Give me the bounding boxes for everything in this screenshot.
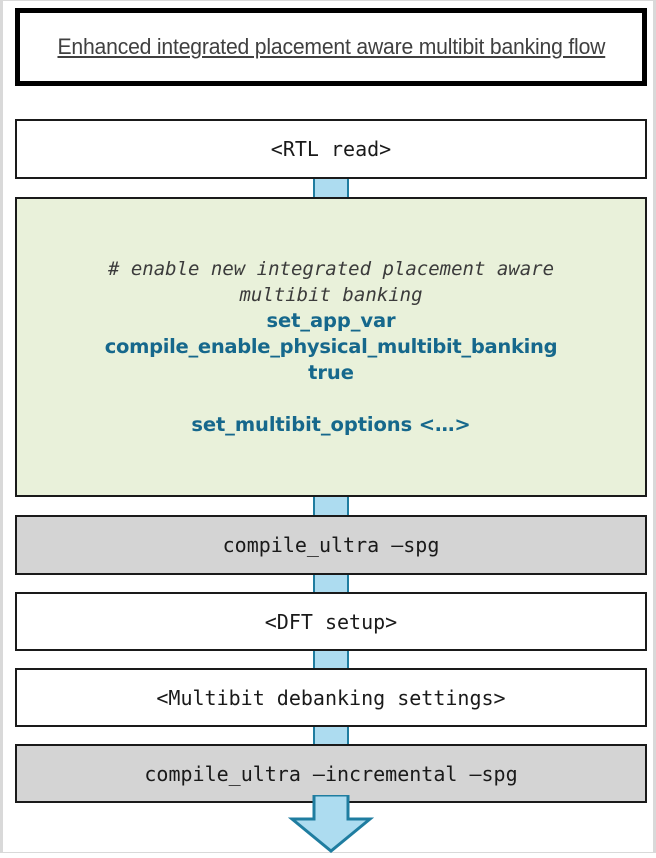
- flow-step-label: compile_ultra –incremental –spg: [144, 761, 518, 786]
- code-command-variable-name: compile_enable_physical_multibit_banking: [104, 335, 558, 358]
- flow-step-compile-ultra-spg[interactable]: compile_ultra –spg: [15, 515, 647, 575]
- arrow-down-icon: [287, 793, 375, 853]
- connector-debanking-to-incremental: [313, 727, 349, 744]
- flow-step-multibit-settings[interactable]: # enable new integrated placement aware …: [15, 197, 647, 497]
- connector-rtl-to-settings: [313, 179, 349, 197]
- flow-step-compile-incremental-spg[interactable]: compile_ultra –incremental –spg: [15, 744, 647, 803]
- connector-dft-to-debanking: [313, 651, 349, 668]
- flow-step-label: <Multibit debanking settings>: [156, 685, 506, 710]
- code-command-value: true: [308, 361, 354, 384]
- flow-step-debanking-settings[interactable]: <Multibit debanking settings>: [15, 668, 647, 727]
- flow-step-label: <DFT setup>: [264, 609, 398, 634]
- flow-step-rtl-read[interactable]: <RTL read>: [15, 119, 647, 179]
- flow-step-label: compile_ultra –spg: [222, 533, 440, 557]
- connector-compile-to-dft: [313, 575, 349, 592]
- code-command-set-app-var: set_app_var: [266, 309, 396, 332]
- code-block: # enable new integrated placement aware …: [17, 256, 645, 438]
- flow-step-dft-setup[interactable]: <DFT setup>: [15, 592, 647, 651]
- page-title: Enhanced integrated placement aware mult…: [57, 34, 605, 59]
- code-command-set-multibit-options: set_multibit_options <…>: [191, 413, 471, 436]
- connector-settings-to-compile: [313, 497, 349, 515]
- next-stage-arrow: [287, 793, 375, 853]
- flow-title-box: Enhanced integrated placement aware mult…: [15, 8, 647, 86]
- code-comment: # enable new integrated placement aware …: [107, 258, 555, 306]
- flow-step-label: <RTL read>: [270, 137, 392, 161]
